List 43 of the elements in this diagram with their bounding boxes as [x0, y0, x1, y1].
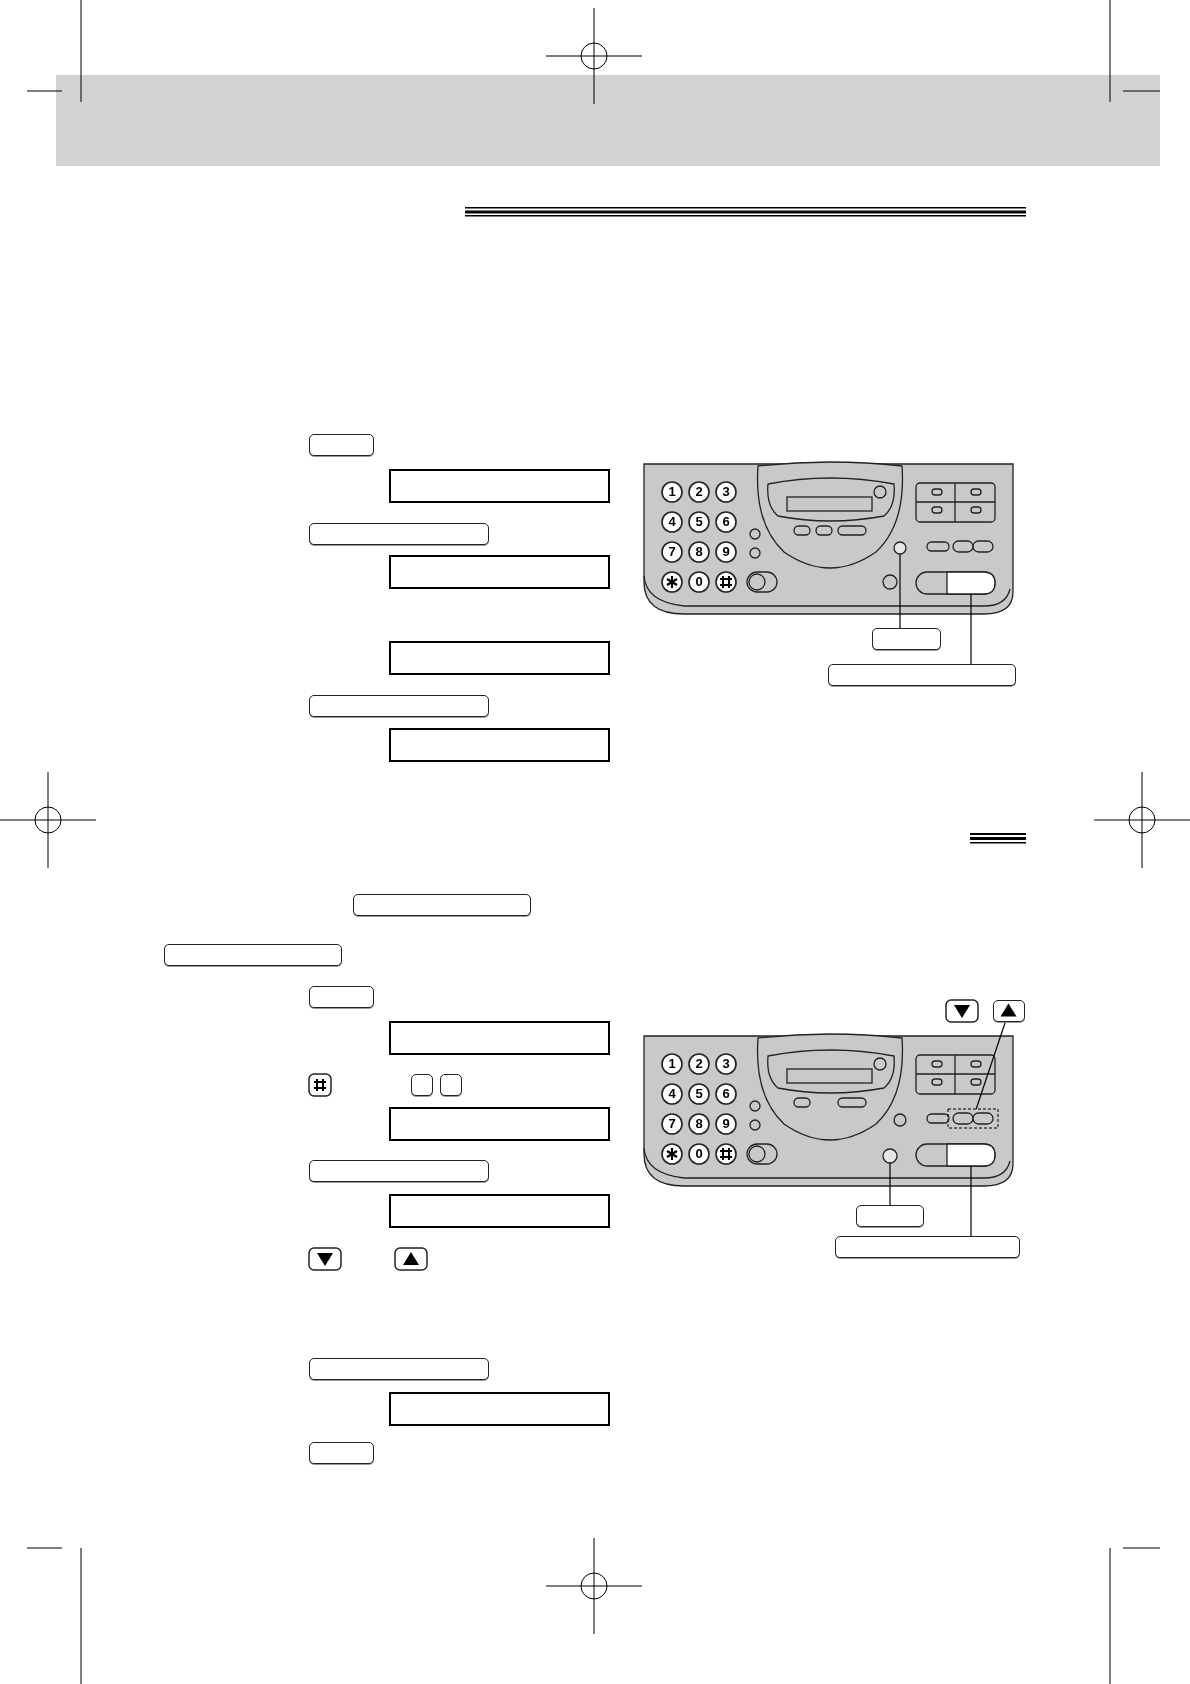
key-digit: 2	[694, 1056, 704, 1072]
display-box	[389, 1194, 610, 1228]
callout-box	[835, 1236, 1020, 1258]
display-box	[389, 555, 610, 589]
key-digit: 1	[667, 484, 677, 500]
round-button	[893, 541, 907, 555]
display-box	[389, 728, 610, 762]
round-button	[882, 1148, 898, 1164]
leader-line	[970, 593, 972, 665]
leader-line	[970, 1165, 972, 1237]
key-digit: 5	[694, 514, 704, 530]
panel-button	[946, 1143, 996, 1167]
key-digit: 3	[721, 1056, 731, 1072]
leader-line	[899, 553, 901, 629]
callout-box	[856, 1205, 924, 1227]
key-digit: 5	[694, 1086, 704, 1102]
display-box	[389, 1107, 610, 1141]
callout-box	[872, 628, 941, 650]
key-digit: 8	[694, 1116, 704, 1132]
key-digit: 7	[667, 544, 677, 560]
dashed-outline	[947, 1108, 999, 1129]
panel-button	[946, 571, 996, 595]
key-digit: 1	[667, 1056, 677, 1072]
up-arrow-key-icon	[993, 1000, 1025, 1022]
key-digit: 7	[667, 1116, 677, 1132]
key-digit: 8	[694, 544, 704, 560]
key-digit: 2	[694, 484, 704, 500]
key-digit: 4	[667, 514, 677, 530]
display-box	[389, 469, 610, 503]
display-box	[389, 641, 610, 675]
display-box	[389, 1392, 610, 1426]
key-digit: 6	[721, 514, 731, 530]
key-digit: 0	[694, 1146, 704, 1162]
key-digit: 0	[694, 574, 704, 590]
leader-line	[975, 1021, 1006, 1110]
leader-line	[889, 1162, 891, 1206]
display-box	[389, 1021, 610, 1055]
key-digit: 3	[721, 484, 731, 500]
key-digit: 9	[721, 1116, 731, 1132]
key-digit: 4	[667, 1086, 677, 1102]
key-digit: 9	[721, 544, 731, 560]
key-digit: 6	[721, 1086, 731, 1102]
callout-box	[828, 664, 1016, 686]
